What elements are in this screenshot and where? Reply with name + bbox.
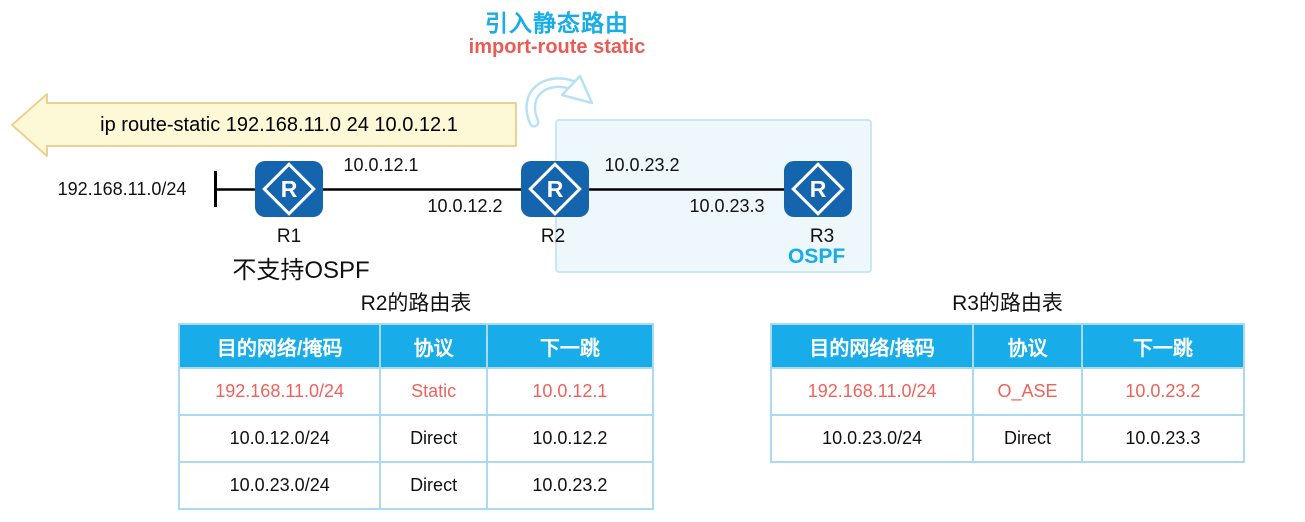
interface-label-r3-left: 10.0.23.3 xyxy=(689,196,765,216)
router-r2: R xyxy=(521,161,589,217)
router-name-r1: R1 xyxy=(276,226,302,247)
r2-table-title: R2的路由表 xyxy=(360,292,472,315)
table-row: 192.168.11.0/24 O_ASE 10.0.23.2 xyxy=(769,367,1246,416)
table-header-row: 目的网络/掩码 协议 下一跳 xyxy=(177,323,655,369)
stub-network-label: 192.168.11.0/24 xyxy=(57,179,187,199)
import-route-curved-arrow xyxy=(525,74,594,128)
cell-destination: 10.0.23.0/24 xyxy=(177,461,382,510)
r2-table: 目的网络/掩码 协议 下一跳 192.168.11.0/24 Static 10… xyxy=(177,323,655,510)
r2-routing-table: R2的路由表 目的网络/掩码 协议 下一跳 192.168.11.0/24 St… xyxy=(177,290,655,510)
col-header-protocol: 协议 xyxy=(972,323,1083,369)
router-name-r3: R3 xyxy=(809,226,835,247)
router-r1: R xyxy=(255,161,323,217)
col-header-destination: 目的网络/掩码 xyxy=(769,323,975,369)
cell-destination: 10.0.23.0/24 xyxy=(769,414,975,463)
static-route-banner-arrow xyxy=(11,93,517,157)
cell-nexthop: 10.0.23.2 xyxy=(1080,367,1246,416)
col-header-nexthop: 下一跳 xyxy=(1080,323,1246,369)
router-name-r2: R2 xyxy=(540,226,566,247)
cell-destination: 192.168.11.0/24 xyxy=(177,367,382,416)
static-route-command: ip route-static 192.168.11.0 24 10.0.12.… xyxy=(100,114,458,136)
cell-nexthop: 10.0.12.2 xyxy=(485,414,655,463)
ospf-zone-label: OSPF xyxy=(788,245,846,268)
r1-no-ospf-note: 不支持OSPF xyxy=(232,257,370,284)
cell-protocol: Direct xyxy=(379,461,488,510)
import-route-command: import-route static xyxy=(468,36,646,58)
cell-destination: 192.168.11.0/24 xyxy=(769,367,975,416)
interface-label-r1-right: 10.0.12.1 xyxy=(343,155,419,175)
cell-destination: 10.0.12.0/24 xyxy=(177,414,382,463)
page-title: 引入静态路由 xyxy=(485,10,629,36)
router-r-glyph: R xyxy=(546,175,564,202)
table-header-row: 目的网络/掩码 协议 下一跳 xyxy=(769,323,1246,369)
cell-protocol: Direct xyxy=(972,414,1083,463)
cell-protocol: Static xyxy=(379,367,488,416)
cell-protocol: Direct xyxy=(379,414,488,463)
cell-nexthop: 10.0.12.1 xyxy=(485,367,655,416)
r3-table-title: R3的路由表 xyxy=(952,292,1063,315)
router-r-glyph: R xyxy=(280,175,298,202)
table-row: 10.0.12.0/24 Direct 10.0.12.2 xyxy=(177,414,655,463)
col-header-protocol: 协议 xyxy=(379,323,488,369)
table-row: 10.0.23.0/24 Direct 10.0.23.2 xyxy=(177,461,655,510)
table-row: 10.0.23.0/24 Direct 10.0.23.3 xyxy=(769,414,1246,463)
table-row: 192.168.11.0/24 Static 10.0.12.1 xyxy=(177,367,655,416)
router-r3: R xyxy=(784,161,852,217)
interface-label-r2-left: 10.0.12.2 xyxy=(427,196,503,216)
col-header-destination: 目的网络/掩码 xyxy=(177,323,382,369)
cell-nexthop: 10.0.23.3 xyxy=(1080,414,1246,463)
cell-nexthop: 10.0.23.2 xyxy=(485,461,655,510)
r3-routing-table: R3的路由表 目的网络/掩码 协议 下一跳 192.168.11.0/24 O_… xyxy=(769,290,1246,463)
col-header-nexthop: 下一跳 xyxy=(485,323,655,369)
r3-table: 目的网络/掩码 协议 下一跳 192.168.11.0/24 O_ASE 10.… xyxy=(769,323,1246,463)
router-r-glyph: R xyxy=(809,175,827,202)
interface-label-r2-right: 10.0.23.2 xyxy=(604,155,680,175)
cell-protocol: O_ASE xyxy=(972,367,1083,416)
